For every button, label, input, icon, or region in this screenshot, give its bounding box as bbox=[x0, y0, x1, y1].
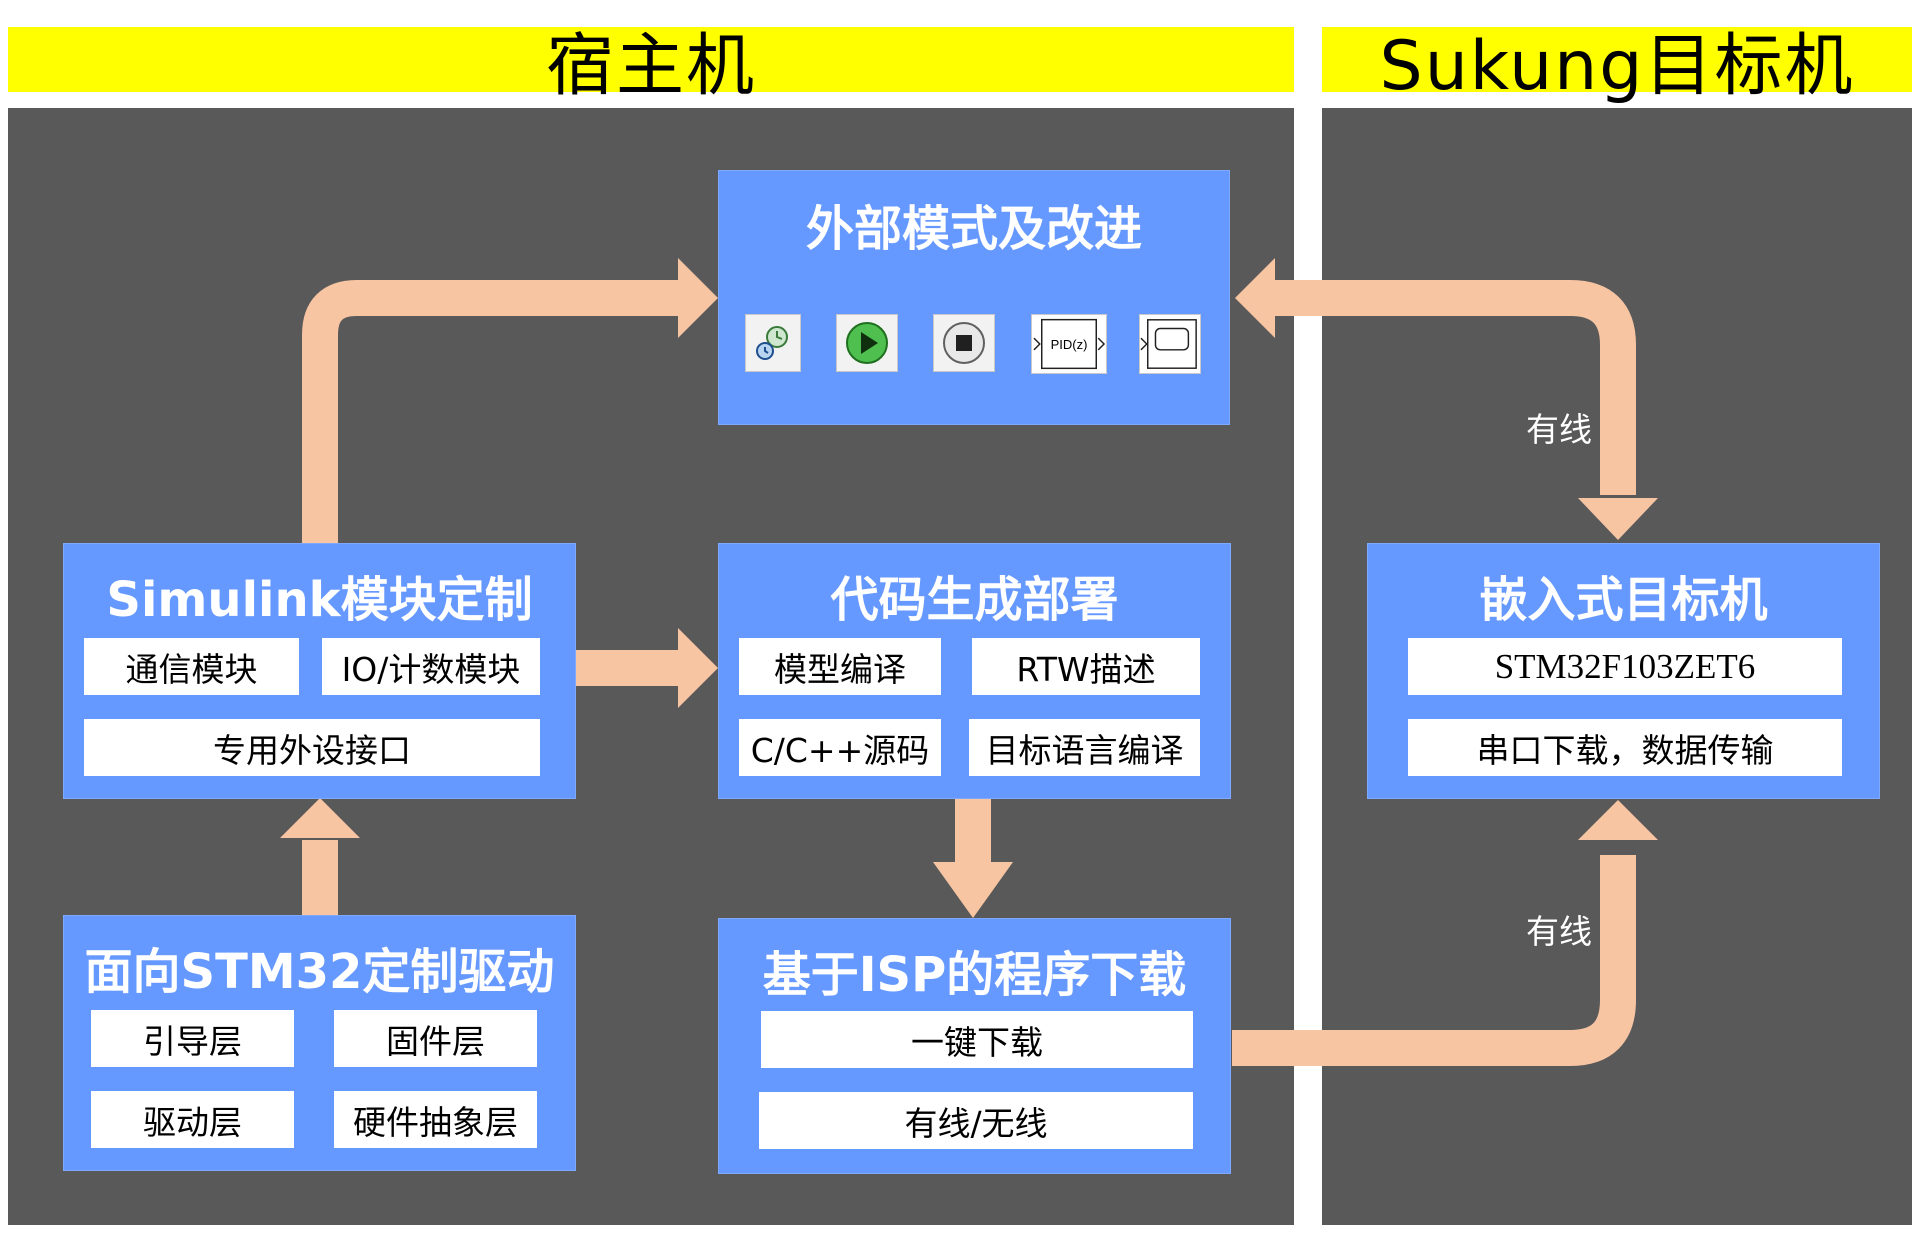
arrowhead-isp bbox=[933, 862, 1013, 918]
run-play-icon[interactable] bbox=[836, 314, 898, 372]
model-compile-cell: 模型编译 bbox=[739, 638, 941, 695]
simulink-title: Simulink模块定制 bbox=[106, 572, 533, 628]
arrowhead-external-left bbox=[1235, 258, 1275, 338]
arrowhead-embedded-top bbox=[1578, 498, 1658, 540]
host-header-label: 宿主机 bbox=[545, 27, 756, 106]
one-click-download-cell: 一键下载 bbox=[761, 1011, 1193, 1068]
arrowhead-codegen bbox=[678, 628, 718, 708]
driver-title: 面向STM32定制驱动 bbox=[84, 944, 555, 1000]
wired-label-lower: 有线 bbox=[1526, 912, 1592, 951]
mcu-model-cell: STM32F103ZET6 bbox=[1408, 638, 1842, 695]
embedded-target-box: 嵌入式目标机 STM32F103ZET6 串口下载，数据传输 bbox=[1367, 543, 1880, 799]
codegen-title: 代码生成部署 bbox=[830, 572, 1119, 628]
io-counter-module-cell: IO/计数模块 bbox=[322, 638, 540, 695]
arrowhead-external bbox=[678, 258, 718, 338]
driver-box: 面向STM32定制驱动 引导层 固件层 驱动层 硬件抽象层 bbox=[63, 915, 576, 1171]
codegen-box: 代码生成部署 模型编译 RTW描述 C/C++源码 目标语言编译 bbox=[718, 543, 1231, 799]
arrowhead-embedded-bottom bbox=[1578, 800, 1658, 840]
connect-to-target-icon[interactable] bbox=[745, 314, 801, 372]
firmware-layer-cell: 固件层 bbox=[334, 1010, 537, 1067]
target-header: Sukung目标机 bbox=[1322, 27, 1912, 106]
host-header: 宿主机 bbox=[8, 27, 1294, 106]
dedicated-peripheral-cell: 专用外设接口 bbox=[84, 719, 540, 776]
target-lang-compile-cell: 目标语言编译 bbox=[969, 719, 1200, 776]
pid-block-label: PID(z) bbox=[1050, 336, 1088, 352]
c-cpp-source-cell: C/C++源码 bbox=[739, 719, 941, 776]
boot-layer-cell: 引导层 bbox=[91, 1010, 294, 1067]
target-header-label: Sukung目标机 bbox=[1379, 27, 1855, 106]
external-mode-title: 外部模式及改进 bbox=[805, 201, 1142, 257]
embedded-target-title: 嵌入式目标机 bbox=[1479, 572, 1768, 628]
arrow-isp-to-embedded bbox=[1232, 855, 1636, 1066]
serial-download-cell: 串口下载，数据传输 bbox=[1408, 719, 1842, 776]
comm-module-cell: 通信模块 bbox=[84, 638, 299, 695]
pid-block-icon[interactable]: PID(z) bbox=[1031, 314, 1107, 374]
isp-download-box: 基于ISP的程序下载 一键下载 有线/无线 bbox=[718, 918, 1231, 1174]
hal-layer-cell: 硬件抽象层 bbox=[334, 1091, 537, 1148]
simulink-box: Simulink模块定制 通信模块 IO/计数模块 专用外设接口 bbox=[63, 543, 576, 799]
arrow-simulink-to-external bbox=[302, 280, 680, 545]
scope-block-icon[interactable] bbox=[1139, 314, 1201, 374]
rtw-description-cell: RTW描述 bbox=[972, 638, 1200, 695]
external-mode-box: 外部模式及改进 PID(z) bbox=[718, 170, 1230, 425]
driver-layer-cell: 驱动层 bbox=[91, 1091, 294, 1148]
wired-label-upper: 有线 bbox=[1526, 410, 1592, 449]
wired-wireless-cell: 有线/无线 bbox=[759, 1092, 1193, 1149]
isp-download-title: 基于ISP的程序下载 bbox=[762, 947, 1187, 1003]
arrowhead-simulink bbox=[280, 798, 360, 838]
arrow-external-to-embedded bbox=[1275, 280, 1636, 495]
stop-icon[interactable] bbox=[933, 314, 995, 372]
